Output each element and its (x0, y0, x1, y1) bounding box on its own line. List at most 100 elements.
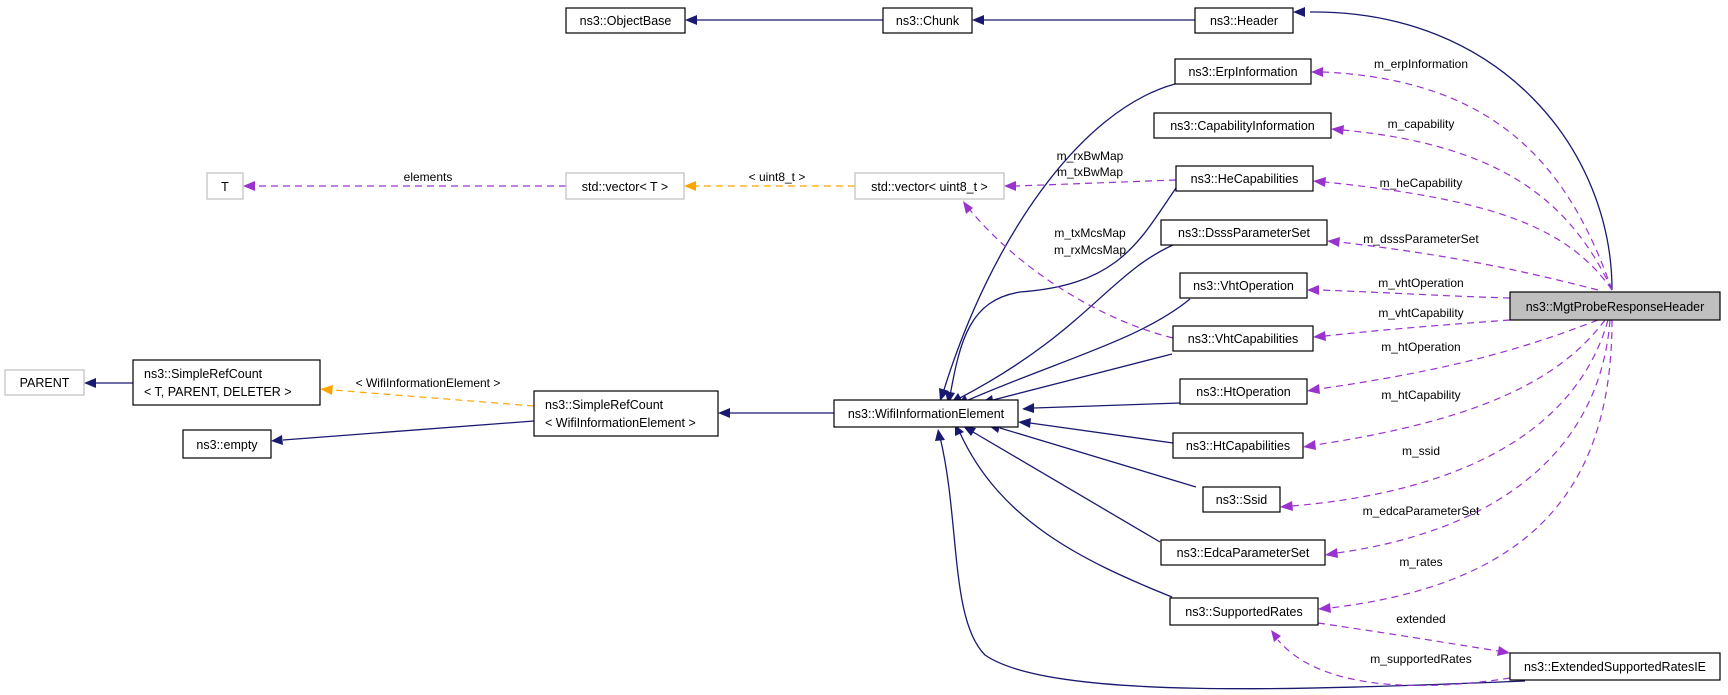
svg-text:< T, PARENT, DELETER >: < T, PARENT, DELETER > (144, 385, 292, 399)
label-erp: m_erpInformation (1374, 57, 1468, 71)
svg-text:ns3::Ssid: ns3::Ssid (1216, 493, 1267, 507)
node-t[interactable]: T (206, 172, 244, 200)
svg-text:ns3::VhtCapabilities: ns3::VhtCapabilities (1188, 332, 1298, 346)
label-elements: elements (404, 170, 453, 184)
node-supported-rates[interactable]: ns3::SupportedRates (1169, 597, 1319, 626)
edge-wie-to-srcwie (718, 408, 834, 418)
node-empty[interactable]: ns3::empty (182, 429, 272, 459)
edge-chunk-to-objectbase (685, 15, 883, 25)
svg-text:ns3::WifiInformationElement: ns3::WifiInformationElement (848, 407, 1005, 421)
edge-vhtcap-to-wie (981, 353, 1173, 405)
node-ht-capabilities[interactable]: ns3::HtCapabilities (1172, 432, 1304, 459)
edge-htcap-to-wie (1018, 418, 1174, 444)
label-mcs-rx: m_rxMcsMap (1054, 243, 1126, 257)
svg-text:ns3::HeCapabilities: ns3::HeCapabilities (1191, 172, 1299, 186)
edge-vecu8-to-vect (684, 181, 855, 191)
label-uint8: < uint8_t > (749, 170, 806, 184)
svg-text:T: T (221, 180, 229, 194)
node-ht-operation[interactable]: ns3::HtOperation (1179, 378, 1308, 405)
svg-text:ns3::HtCapabilities: ns3::HtCapabilities (1186, 439, 1290, 453)
node-simple-ref-count-wie[interactable]: ns3::SimpleRefCount < WifiInformationEle… (533, 390, 719, 437)
node-vht-operation[interactable]: ns3::VhtOperation (1179, 272, 1308, 299)
node-vht-capabilities[interactable]: ns3::VhtCapabilities (1172, 325, 1314, 352)
svg-text:ns3::Header: ns3::Header (1210, 14, 1278, 28)
edge-srcgen-to-parent (84, 378, 133, 388)
edge-rates-to-wie (955, 425, 1173, 598)
node-edca-parameter-set[interactable]: ns3::EdcaParameterSet (1160, 539, 1326, 566)
svg-text:ns3::ExtendedSupportedRatesIE: ns3::ExtendedSupportedRatesIE (1524, 660, 1706, 674)
edge-focus-to-ssid (1280, 319, 1609, 511)
label-vhtcap: m_vhtCapability (1378, 306, 1463, 320)
label-htcap: m_htCapability (1381, 388, 1460, 402)
edge-extrates-to-rates (1271, 630, 1511, 687)
edge-erp-to-wie (939, 83, 1176, 401)
label-capinfo: m_capability (1388, 117, 1455, 131)
node-mgt-probe-response-header[interactable]: ns3::MgtProbeResponseHeader (1509, 291, 1721, 321)
edge-vect-to-t (243, 181, 566, 191)
svg-text:PARENT: PARENT (20, 376, 70, 390)
edge-focus-to-erp (1311, 67, 1613, 291)
node-parent[interactable]: PARENT (4, 369, 85, 396)
svg-text:ns3::DsssParameterSet: ns3::DsssParameterSet (1178, 226, 1311, 240)
edge-hecap-to-vecu8 (1004, 179, 1177, 191)
edge-focus-to-capinfo (1331, 125, 1613, 291)
edge-vhtop-to-wie (958, 298, 1191, 404)
edge-focus-to-vhtcap (1313, 319, 1511, 341)
svg-text:ns3::SimpleRefCount: ns3::SimpleRefCount (545, 398, 664, 412)
edge-focus-to-htcap (1303, 319, 1606, 450)
svg-text:ns3::CapabilityInformation: ns3::CapabilityInformation (1170, 119, 1315, 133)
edge-edca-to-wie (963, 426, 1161, 543)
label-bw-rx: m_rxBwMap (1057, 149, 1124, 163)
edge-focus-to-header (1293, 7, 1613, 291)
label-supported: m_supportedRates (1370, 652, 1471, 666)
node-vector-t[interactable]: std::vector< T > (565, 172, 685, 200)
svg-text:std::vector< uint8_t >: std::vector< uint8_t > (871, 180, 988, 194)
svg-text:ns3::EdcaParameterSet: ns3::EdcaParameterSet (1177, 546, 1310, 560)
label-hecap: m_heCapability (1380, 176, 1463, 190)
node-capability-information[interactable]: ns3::CapabilityInformation (1153, 112, 1332, 139)
svg-text:ns3::ObjectBase: ns3::ObjectBase (580, 14, 672, 28)
edge-srcwie-to-srcgen (320, 385, 535, 407)
svg-text:ns3::Chunk: ns3::Chunk (896, 14, 960, 28)
svg-text:std::vector< T >: std::vector< T > (582, 180, 668, 194)
label-mcs-tx: m_txMcsMap (1054, 226, 1126, 240)
label-edca: m_edcaParameterSet (1363, 504, 1480, 518)
svg-text:ns3::SupportedRates: ns3::SupportedRates (1185, 605, 1302, 619)
edge-rates-to-extrates (1317, 622, 1510, 656)
edge-header-to-chunk (972, 15, 1195, 25)
node-vector-uint8[interactable]: std::vector< uint8_t > (854, 172, 1005, 200)
svg-text:ns3::MgtProbeResponseHeader: ns3::MgtProbeResponseHeader (1526, 300, 1705, 314)
node-ssid[interactable]: ns3::Ssid (1202, 486, 1281, 513)
node-erp-information[interactable]: ns3::ErpInformation (1174, 58, 1312, 85)
label-vhtop: m_vhtOperation (1378, 276, 1463, 290)
label-htop: m_htOperation (1381, 340, 1460, 354)
edge-ssid-to-wie (988, 423, 1197, 488)
label-bw-tx: m_txBwMap (1057, 165, 1123, 179)
node-header[interactable]: ns3::Header (1194, 7, 1294, 34)
svg-text:ns3::HtOperation: ns3::HtOperation (1196, 385, 1291, 399)
edge-extrates-to-wie (935, 429, 1526, 690)
node-extended-supported-rates-ie[interactable]: ns3::ExtendedSupportedRatesIE (1509, 652, 1721, 681)
edge-focus-to-edca (1325, 319, 1611, 558)
svg-text:ns3::VhtOperation: ns3::VhtOperation (1193, 279, 1294, 293)
edge-focus-to-hecap (1313, 177, 1613, 291)
label-wie-arg: < WifiInformationElement > (356, 376, 501, 390)
edge-focus-to-rates (1318, 319, 1613, 613)
svg-text:ns3::empty: ns3::empty (196, 438, 258, 452)
label-extended: extended (1396, 612, 1445, 626)
svg-text:< WifiInformationElement >: < WifiInformationElement > (545, 416, 696, 430)
edge-focus-to-vhtop (1307, 285, 1511, 299)
node-chunk[interactable]: ns3::Chunk (882, 7, 973, 34)
svg-text:ns3::ErpInformation: ns3::ErpInformation (1188, 65, 1297, 79)
node-object-base[interactable]: ns3::ObjectBase (565, 7, 686, 34)
svg-text:ns3::SimpleRefCount: ns3::SimpleRefCount (144, 367, 263, 381)
edge-srcwie-to-empty (271, 420, 535, 445)
node-dsss-parameter-set[interactable]: ns3::DsssParameterSet (1160, 219, 1328, 246)
node-wifi-information-element[interactable]: ns3::WifiInformationElement (833, 399, 1019, 428)
edge-focus-to-dsss (1327, 237, 1599, 291)
node-he-capabilities[interactable]: ns3::HeCapabilities (1175, 165, 1314, 192)
edge-dsss-to-wie (951, 241, 1181, 403)
node-simple-ref-count-generic[interactable]: ns3::SimpleRefCount < T, PARENT, DELETER… (132, 359, 321, 406)
label-rates: m_rates (1399, 555, 1442, 569)
